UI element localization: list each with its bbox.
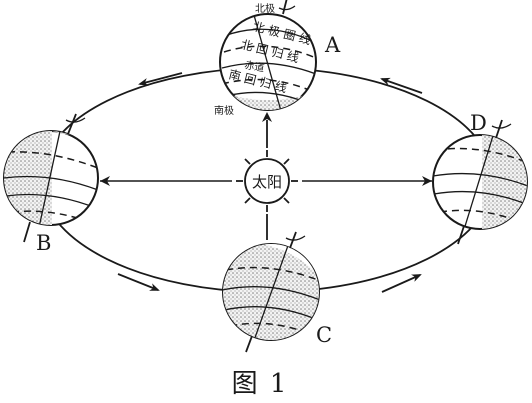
- globe-a-equator-label: 赤道: [243, 58, 265, 74]
- sunlight-arrow-right-head: [422, 176, 432, 186]
- globe-a-north-pole-label: 北极: [255, 2, 275, 15]
- orbit-arrow-bottom-right: [381, 274, 422, 293]
- sunlight-lines: [100, 112, 432, 240]
- sun-rays: [236, 150, 298, 212]
- globe-a-rotation-arrow: [278, 5, 296, 11]
- globe-a-axis-top: [282, 0, 288, 15]
- orbit-arrow-top-right: [380, 77, 423, 94]
- globe-d-axis: [495, 119, 503, 139]
- orbit-arrow-top-left: [138, 72, 183, 86]
- globe-d-rotation-arrow: [491, 123, 512, 129]
- orbit-direction-arrows: [117, 72, 423, 293]
- globe-b-axis: [67, 113, 77, 135]
- globe-c: C: [222, 231, 332, 353]
- globe-d-position-label: D: [470, 111, 487, 135]
- globe-b-axis-bottom: [23, 221, 31, 243]
- globe-c-axis-bottom: [245, 335, 253, 353]
- globe-b-rotation-arrow: [65, 117, 86, 123]
- figure-caption: 图 1: [232, 369, 289, 399]
- sunlight-arrow-up-head: [262, 112, 272, 122]
- sun: 太阳: [236, 150, 298, 212]
- orbit-arrow-bottom-left: [117, 273, 160, 291]
- sun-disc: [244, 158, 290, 204]
- globe-c-position-label: C: [316, 323, 332, 347]
- globe-d: D: [432, 111, 528, 245]
- sun-label: 太阳: [252, 173, 282, 191]
- globe-b: B: [3, 113, 99, 255]
- globe-a-position-label: A: [324, 33, 341, 57]
- sunlight-arrow-left-head: [100, 176, 110, 186]
- globe-c-rotation-arrow: [285, 235, 306, 241]
- globe-a: 北极 北 极 圈 线 北 回 归 线 赤道 南 回 归 线 南极 A: [214, 0, 341, 117]
- globe-b-position-label: B: [36, 231, 51, 255]
- globe-a-south-pole-label: 南极: [214, 104, 234, 117]
- globe-d-axis-bottom: [457, 225, 465, 245]
